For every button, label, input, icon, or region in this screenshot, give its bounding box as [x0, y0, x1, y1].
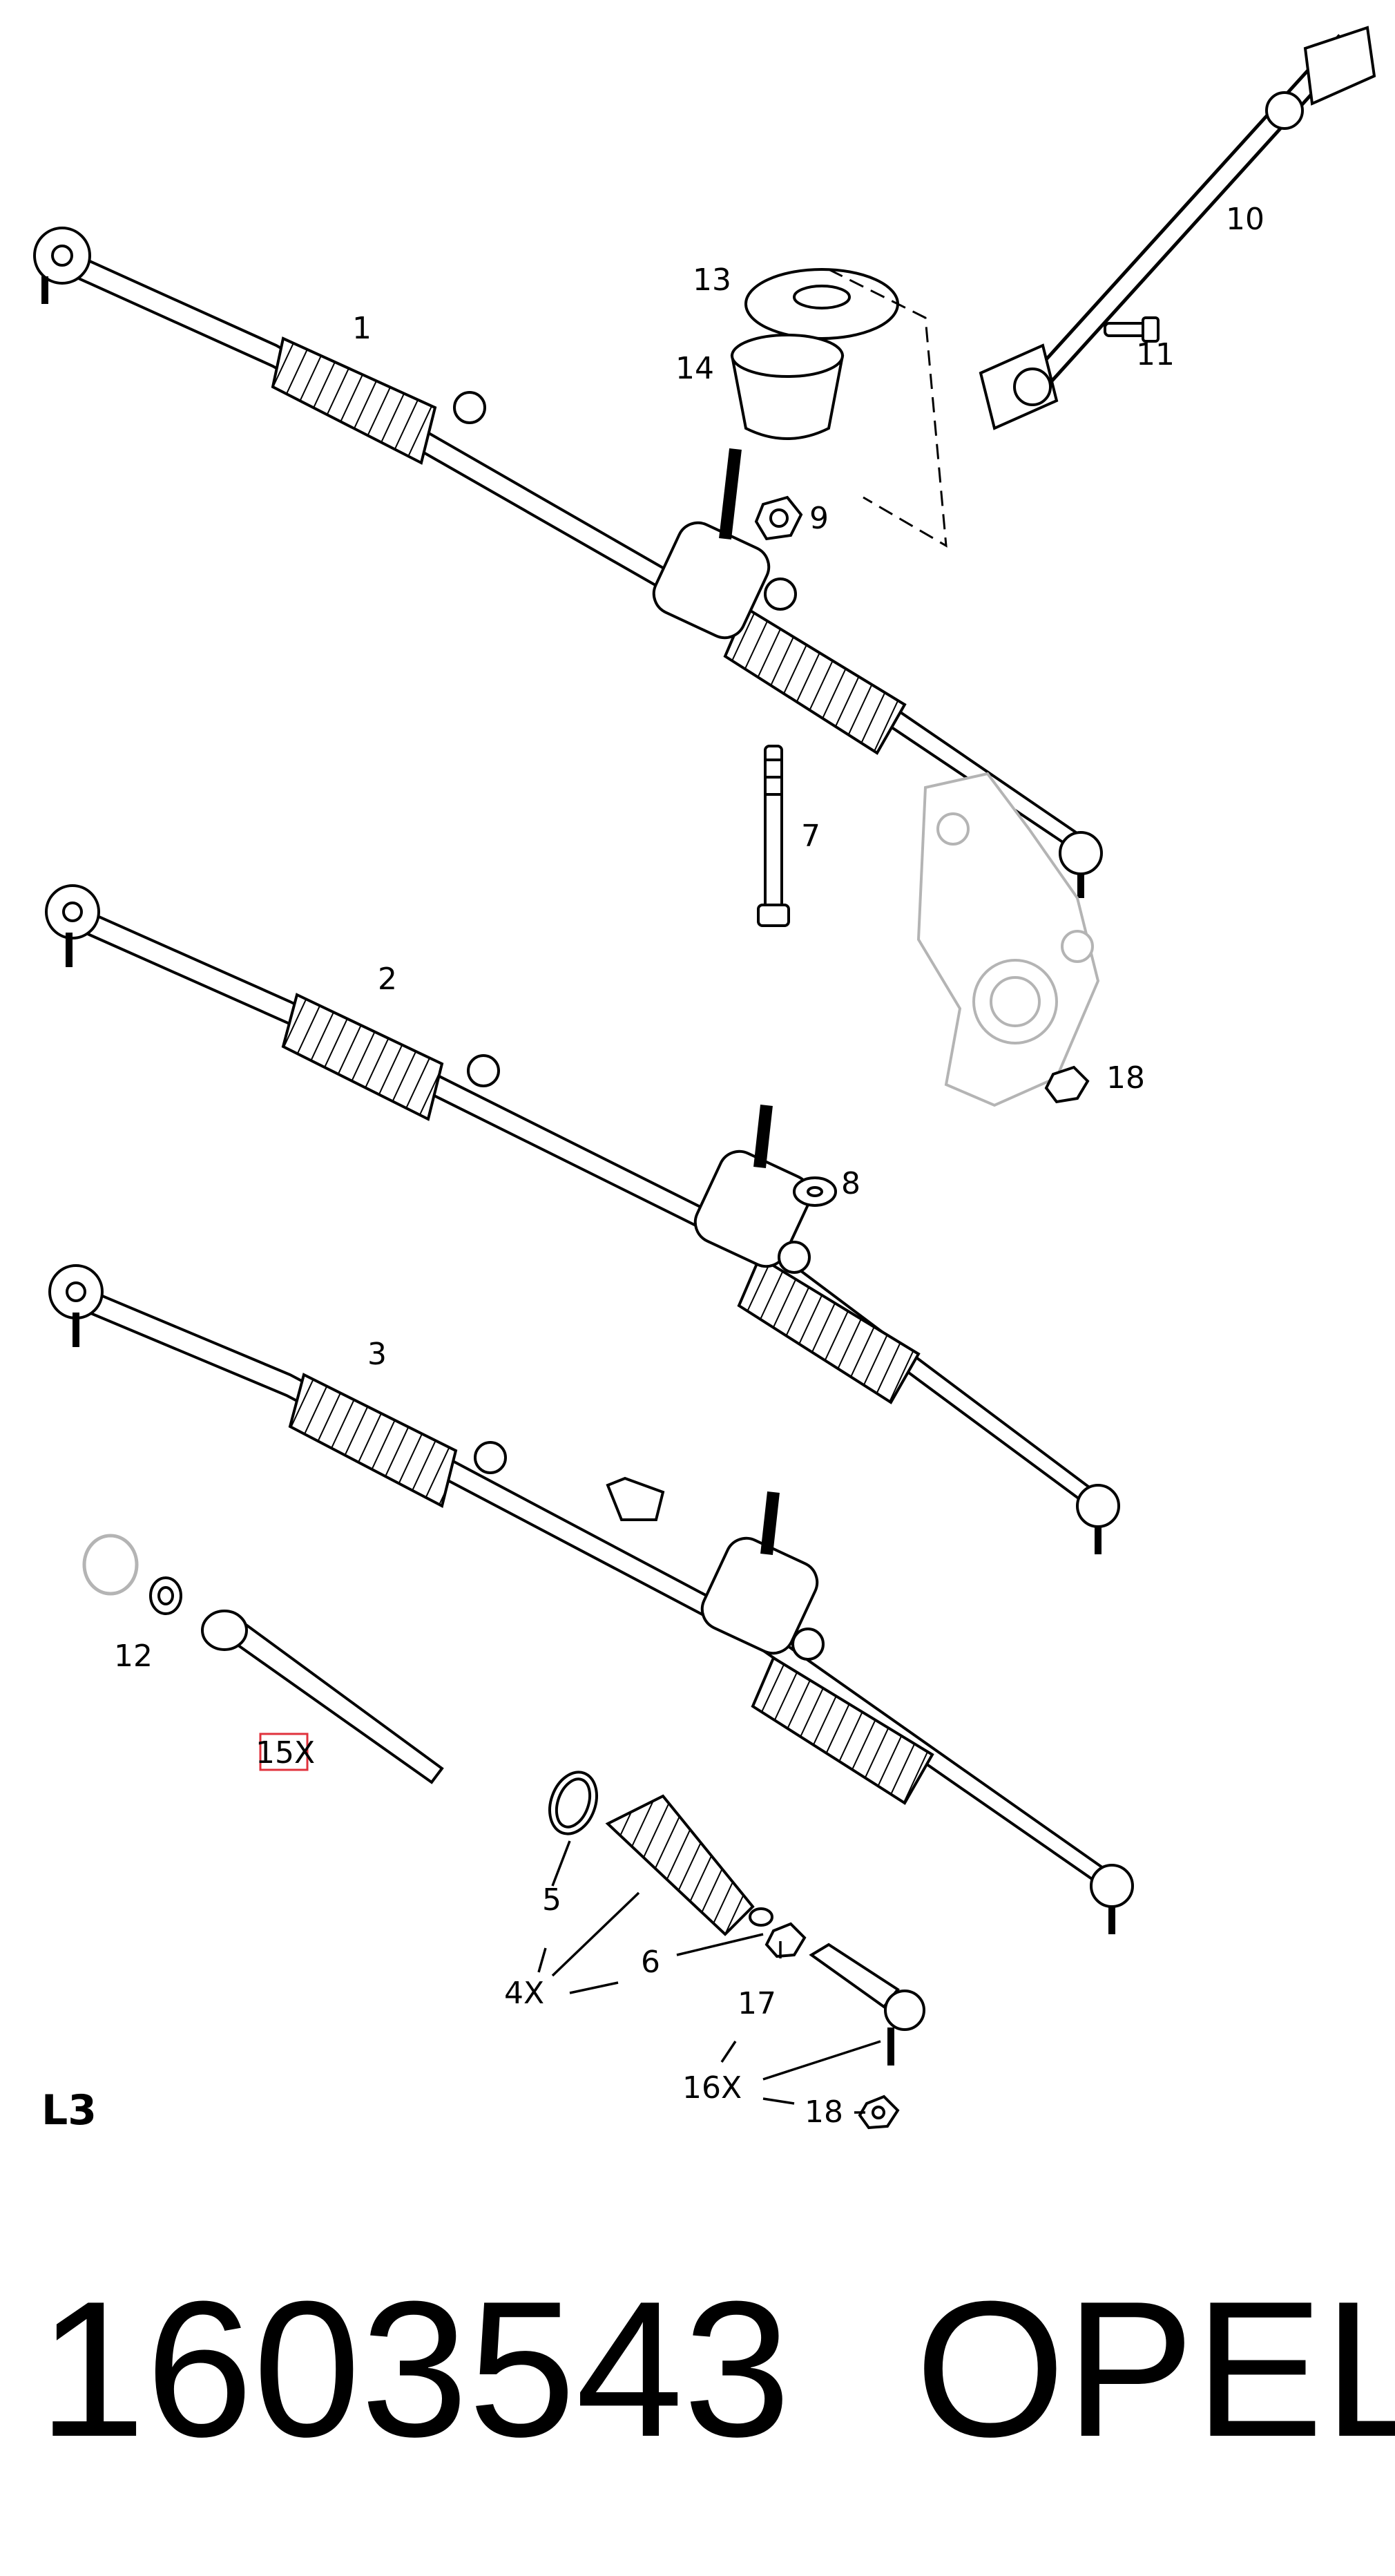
dust-cover-13[interactable]	[744, 268, 899, 340]
inner-tie-rod-15x[interactable]	[201, 1610, 444, 1784]
seal-ring-12[interactable]	[82, 1534, 139, 1596]
callout-17: 17	[738, 1986, 776, 2021]
callout-7: 7	[801, 819, 820, 854]
callout-5: 5	[542, 1882, 561, 1918]
washer-8[interactable]	[793, 1176, 837, 1207]
callout-3: 3	[367, 1337, 387, 1372]
boot-4x[interactable]	[605, 1794, 755, 1936]
tie-rod-end-16x[interactable]	[809, 1943, 925, 2065]
callout-2: 2	[378, 962, 397, 997]
bolt-7[interactable]	[757, 745, 790, 927]
callout-15x: 15X	[256, 1735, 315, 1771]
nut-18-knuckle[interactable]	[1044, 1065, 1090, 1104]
callout-13: 13	[693, 263, 731, 298]
callout-4x: 4X	[504, 1976, 544, 2011]
dashed-leader-13	[828, 268, 947, 548]
bolt-11[interactable]	[1104, 316, 1160, 343]
callout-1: 1	[352, 311, 372, 346]
steering-gear-assembly-1[interactable]	[33, 227, 1103, 898]
callout-9: 9	[809, 501, 829, 536]
callout-10: 10	[1226, 202, 1264, 237]
clamp-6[interactable]	[749, 1907, 773, 1927]
nut-9[interactable]	[754, 495, 803, 541]
callout-18-knuckle: 18	[1106, 1060, 1145, 1096]
clamp-5[interactable]	[541, 1766, 605, 1840]
callout-16x: 16X	[682, 2070, 742, 2106]
steering-knuckle-reference	[916, 772, 1100, 1107]
part-number: 1603543	[38, 2262, 791, 2477]
highlight-box-15x	[259, 1733, 309, 1771]
callout-18-tie-rod: 18	[805, 2095, 843, 2130]
steering-gear-assembly-3[interactable]	[48, 1264, 1134, 1934]
nut-18-tie-rod[interactable]	[858, 2095, 900, 2130]
callout-12: 12	[114, 1639, 153, 1674]
nut-17[interactable]	[764, 1922, 807, 1958]
steering-gear-assembly-2[interactable]	[45, 884, 1120, 1554]
callout-8: 8	[841, 1166, 860, 1201]
steering-intermediate-shaft-10[interactable]	[979, 26, 1376, 430]
drawing-code: L3	[41, 2086, 97, 2135]
callout-11: 11	[1136, 337, 1175, 372]
lock-ring-12[interactable]	[149, 1576, 182, 1615]
seal-14[interactable]	[730, 334, 845, 440]
callout-6: 6	[641, 1945, 660, 1980]
leader-lines	[537, 1840, 881, 2114]
callout-14: 14	[675, 351, 714, 386]
brand-name: OPEL	[915, 2262, 1395, 2477]
